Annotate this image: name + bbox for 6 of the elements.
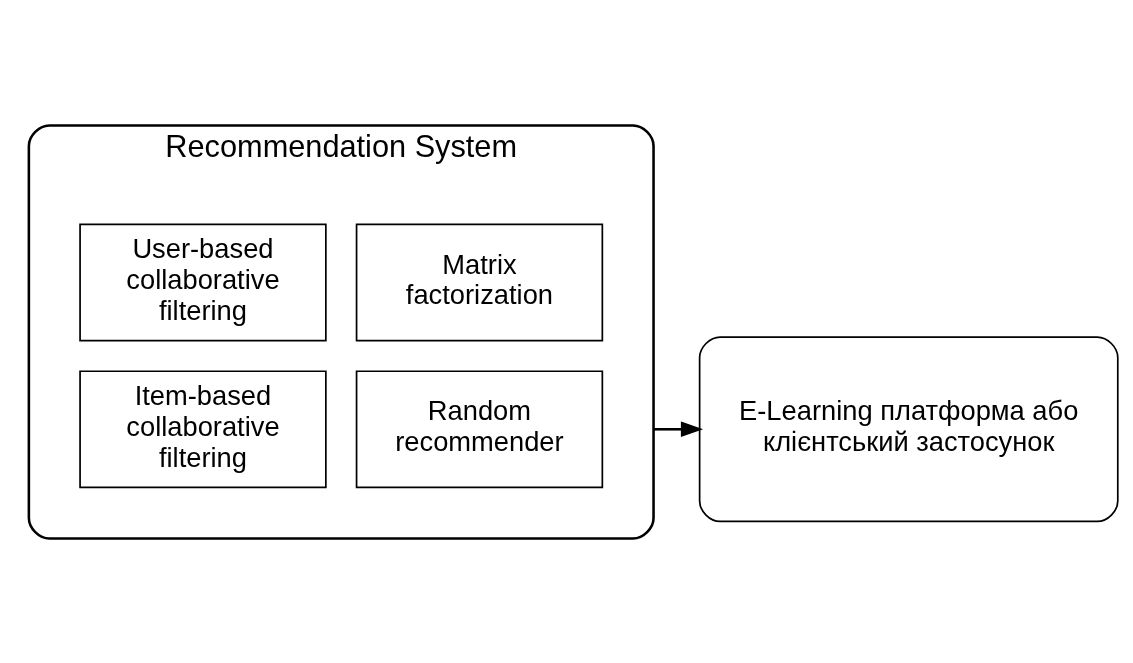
- node-box: Matrix factorization: [355, 223, 604, 341]
- node-box: User-based collaborative filtering: [79, 223, 327, 341]
- node-box: E-Learning платформа або клієнтський застосунок: [698, 335, 1119, 522]
- arrow: [653, 421, 704, 437]
- node-box: Item-based collaborative filtering: [79, 369, 327, 488]
- node-box: Random recommender: [355, 369, 604, 488]
